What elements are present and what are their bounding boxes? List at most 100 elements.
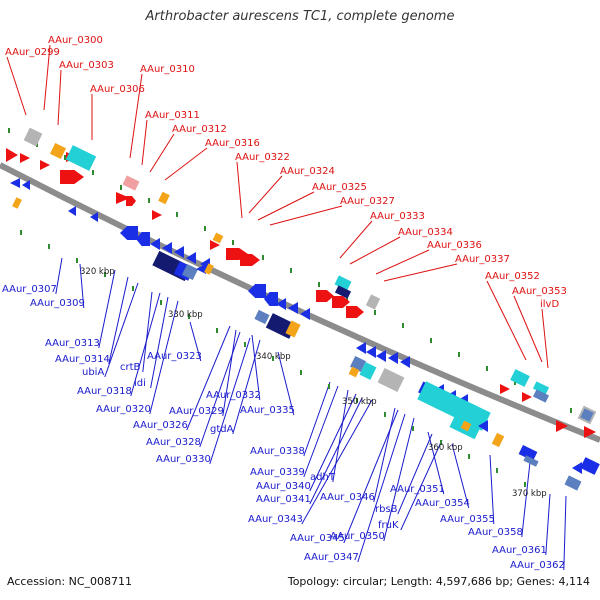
gene-arrow-blue[interactable]	[400, 356, 410, 368]
gene-label-aaur-0336[interactable]: AAur_0336	[427, 240, 482, 251]
gene-label-aaur-0338[interactable]: AAur_0338	[250, 446, 305, 457]
gene-arrow-blue[interactable]	[162, 242, 172, 254]
gene-block-pink[interactable]	[122, 175, 140, 191]
gene-label-aaur-0327[interactable]: AAur_0327	[340, 196, 395, 207]
gene-label-aaur-0326[interactable]: AAur_0326	[133, 420, 188, 431]
gene-label-aaur-0351[interactable]: AAur_0351	[390, 484, 445, 495]
gene-label-aaur-0313[interactable]: AAur_0313	[45, 338, 100, 349]
gene-label-aaur-0307[interactable]: AAur_0307	[2, 284, 57, 295]
gene-arrow-blue[interactable]	[572, 462, 582, 474]
gene-block-orange[interactable]	[285, 320, 301, 338]
gene-arrow-blue[interactable]	[22, 180, 30, 190]
gene-arrow-red[interactable]	[116, 192, 130, 204]
gene-arrow-blue[interactable]	[10, 178, 20, 188]
gene-label-aaur-0328[interactable]: AAur_0328	[146, 437, 201, 448]
gene-label-aaur-0316[interactable]: AAur_0316	[205, 138, 260, 149]
gene-arrow-red[interactable]	[20, 153, 30, 163]
gene-label-adht[interactable]: adhT	[310, 472, 336, 483]
gene-label-aaur-0345[interactable]: AAur_0345	[290, 533, 345, 544]
gene-arrow-red[interactable]	[40, 160, 50, 170]
gene-label-aaur-0355[interactable]: AAur_0355	[440, 514, 495, 525]
gene-block-steel[interactable]	[254, 309, 270, 325]
gene-arrow-blue[interactable]	[356, 342, 366, 354]
gene-label-aaur-0300[interactable]: AAur_0300	[48, 35, 103, 46]
gene-label-crtb[interactable]: crtB	[120, 362, 141, 373]
gene-block-cyan[interactable]	[532, 381, 550, 395]
gene-block-grey[interactable]	[365, 294, 381, 310]
gene-arrow-blue[interactable]	[90, 212, 98, 222]
gene-block-cyan[interactable]	[359, 362, 377, 380]
gene-label-aaur-0347[interactable]: AAur_0347	[304, 552, 359, 563]
gene-label-aaur-0346[interactable]: AAur_0346	[320, 492, 375, 503]
gene-label-aaur-0306[interactable]: AAur_0306	[90, 84, 145, 95]
gene-arrow-blue[interactable]	[150, 238, 160, 250]
gene-block-navy[interactable]	[334, 285, 352, 299]
gene-label-aaur-0350[interactable]: AAur_0350	[330, 531, 385, 542]
gene-block-steel[interactable]	[523, 455, 539, 467]
gene-block-orange[interactable]	[204, 263, 214, 275]
gene-label-aaur-0339[interactable]: AAur_0339	[250, 467, 305, 478]
gene-label-rbsb[interactable]: rbsB	[375, 504, 398, 515]
gene-label-aaur-0309[interactable]: AAur_0309	[30, 298, 85, 309]
gene-label-aaur-0358[interactable]: AAur_0358	[468, 527, 523, 538]
gene-arrow-red[interactable]	[584, 426, 596, 438]
gene-arrow-blue[interactable]	[186, 252, 196, 264]
gene-label-aaur-0352[interactable]: AAur_0352	[485, 271, 540, 282]
gene-arrow-blue[interactable]	[264, 292, 278, 306]
gene-block-orange[interactable]	[212, 232, 224, 244]
gene-arrow-red[interactable]	[210, 240, 220, 250]
gene-label-aaur-0362[interactable]: AAur_0362	[510, 560, 565, 571]
gene-label-aaur-0334[interactable]: AAur_0334	[398, 227, 453, 238]
gene-block-orange[interactable]	[49, 142, 67, 160]
gene-label-aaur-0320[interactable]: AAur_0320	[96, 404, 151, 415]
gene-label-aaur-0311[interactable]: AAur_0311	[145, 110, 200, 121]
gene-arrow-red[interactable]	[6, 148, 18, 162]
gene-arrow-red[interactable]	[60, 170, 84, 184]
gene-block-orange[interactable]	[158, 191, 170, 205]
gene-label-aaur-0337[interactable]: AAur_0337	[455, 254, 510, 265]
gene-label-aaur-0322[interactable]: AAur_0322	[235, 152, 290, 163]
gene-block-orange[interactable]	[460, 420, 472, 432]
gene-arrow-blue[interactable]	[68, 206, 76, 216]
gene-arrow-blue[interactable]	[248, 284, 266, 298]
gene-label-aaur-0332[interactable]: AAur_0332	[206, 390, 261, 401]
gene-arrow-blue[interactable]	[388, 352, 398, 364]
gene-arrow-blue[interactable]	[136, 232, 150, 246]
gene-arrow-red[interactable]	[522, 392, 532, 402]
gene-label-aaur-0318[interactable]: AAur_0318	[77, 386, 132, 397]
gene-label-aaur-0323[interactable]: AAur_0323	[147, 351, 202, 362]
gene-arrow-red[interactable]	[152, 210, 162, 220]
gene-label-aaur-0341[interactable]: AAur_0341	[256, 494, 311, 505]
gene-label-aaur-0329[interactable]: AAur_0329	[169, 406, 224, 417]
gene-block-orange[interactable]	[348, 366, 360, 378]
gene-label-aaur-0330[interactable]: AAur_0330	[156, 454, 211, 465]
gene-label-aaur-0314[interactable]: AAur_0314	[55, 354, 110, 365]
gene-label-aaur-0361[interactable]: AAur_0361	[492, 545, 547, 556]
gene-label-aaur-0299[interactable]: AAur_0299	[5, 47, 60, 58]
gene-label-aaur-0324[interactable]: AAur_0324	[280, 166, 335, 177]
gene-block-blue[interactable]	[580, 457, 600, 475]
gene-arrow-red[interactable]	[240, 254, 260, 266]
gene-label-ubia[interactable]: ubiA	[82, 367, 104, 378]
gene-block-grey[interactable]	[377, 367, 405, 393]
gene-arrow-blue[interactable]	[288, 302, 298, 314]
gene-arrow-blue[interactable]	[196, 264, 206, 274]
gene-label-aaur-0340[interactable]: AAur_0340	[256, 481, 311, 492]
gene-block-grey[interactable]	[23, 127, 43, 147]
gene-arrow-blue[interactable]	[478, 420, 488, 432]
gene-label-aaur-0343[interactable]: AAur_0343	[248, 514, 303, 525]
gene-arrow-blue[interactable]	[376, 350, 386, 362]
gene-arrow-red[interactable]	[332, 296, 350, 308]
gene-label-aaur-0354[interactable]: AAur_0354	[415, 498, 470, 509]
gene-label-ilvd[interactable]: ilvD	[540, 299, 559, 310]
gene-label-aaur-0303[interactable]: AAur_0303	[59, 60, 114, 71]
gene-label-aaur-0312[interactable]: AAur_0312	[172, 124, 227, 135]
gene-block-cyan[interactable]	[334, 275, 352, 291]
gene-arrow-red[interactable]	[126, 196, 136, 206]
gene-label-aaur-0333[interactable]: AAur_0333	[370, 211, 425, 222]
gene-arrow-red[interactable]	[500, 384, 510, 394]
gene-block-steel[interactable]	[564, 475, 582, 491]
gene-arrow-blue[interactable]	[174, 246, 184, 258]
gene-block-blue[interactable]	[518, 444, 538, 462]
gene-label-aaur-0353[interactable]: AAur_0353	[512, 286, 567, 297]
